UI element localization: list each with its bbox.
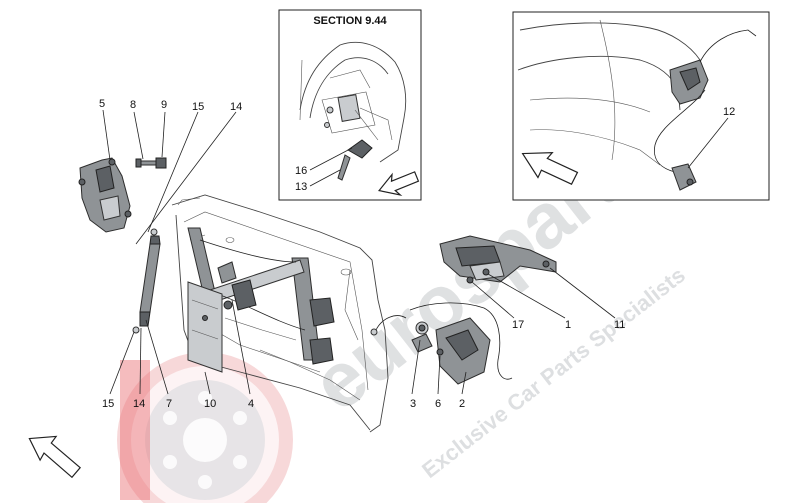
handle-inset-direction-arrow [521, 152, 579, 185]
door-frame [171, 194, 389, 433]
door-module-panel [187, 281, 223, 373]
callout-5: 5 [99, 98, 105, 110]
callout-15-top: 15 [192, 101, 204, 113]
callout-10: 10 [204, 398, 216, 410]
watermark-disc-logo [117, 352, 293, 503]
callout-11: 11 [614, 319, 625, 331]
leader-lines [102, 109, 729, 395]
main-direction-arrow [28, 435, 82, 479]
handle-inset-drawing [517, 19, 757, 191]
callout-9: 9 [161, 99, 167, 111]
hinge-bracket [78, 157, 132, 233]
callout-4: 4 [248, 398, 254, 410]
callout-3: 3 [410, 398, 416, 410]
callout-1: 1 [565, 319, 571, 331]
callout-2: 2 [459, 398, 465, 410]
nut-9 [155, 157, 167, 169]
section-inset-title: SECTION 9.44 [313, 15, 387, 27]
callout-14-bottom: 14 [133, 398, 145, 410]
door-lock [370, 302, 513, 385]
gas-strut [132, 228, 161, 334]
callout-7: 7 [166, 398, 172, 410]
section-inset: SECTION 9.44 [278, 9, 422, 201]
callout-13: 13 [295, 181, 307, 193]
screw-17 [466, 276, 474, 284]
window-regulator [187, 227, 335, 365]
section-inset-direction-arrow [377, 171, 420, 196]
callout-14-top: 14 [230, 101, 242, 113]
callout-16: 16 [295, 165, 307, 177]
callouts: 5 8 9 15 14 15 14 7 10 4 16 13 3 6 2 17 … [99, 98, 735, 410]
handle-inset [512, 11, 770, 201]
callout-12: 12 [723, 106, 735, 118]
section-inset-drawing [299, 41, 407, 181]
callout-15-bottom: 15 [102, 398, 114, 410]
callout-6: 6 [435, 398, 441, 410]
bolt-8 [135, 158, 161, 168]
outer-handle-bracket [439, 235, 557, 283]
callout-8: 8 [130, 99, 136, 111]
callout-17: 17 [512, 319, 524, 331]
